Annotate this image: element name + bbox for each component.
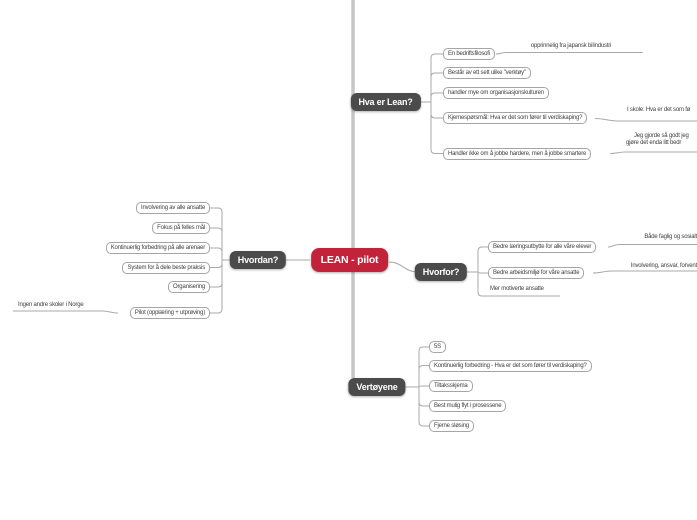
leaf-en-bedriftsfilosofi[interactable]: En bedriftsfilosofi	[443, 48, 495, 60]
leaf-fjerne-slosing[interactable]: Fjerne sløsing	[429, 420, 474, 432]
note-i-skole[interactable]: I skole: Hva er det som fø	[627, 107, 691, 113]
leaf-kjernesporsmal[interactable]: Kjernespørsmål: Hva er det som fører til…	[443, 112, 588, 124]
topic-hvorfor[interactable]: Hvorfor?	[414, 263, 468, 281]
note-line-1: Jeg gjorde så godt jeg	[634, 133, 689, 139]
leaf-organisasjonskulturen[interactable]: handler mye om organisasjonskulturen	[443, 87, 549, 99]
note-japansk-bilindustri[interactable]: opprinnelig fra japansk bilindustri	[530, 43, 612, 49]
root-node-lean-pilot[interactable]: LEAN - pilot	[310, 248, 389, 272]
note-ingen-andre-skoler[interactable]: Ingen andre skoler i Norge	[18, 302, 84, 308]
leaf-best-mulig-flyt[interactable]: Best mulig flyt i prosessene	[429, 400, 507, 412]
leaf-organisering[interactable]: Organisering	[168, 281, 210, 293]
leaf-5s[interactable]: 5S	[429, 341, 446, 353]
topic-hva-er-lean[interactable]: Hva er Lean?	[350, 93, 421, 111]
leaf-fokus-felles-mal[interactable]: Fokus på felles mål	[152, 222, 210, 234]
topic-vertoyene[interactable]: Vertøyene	[348, 378, 406, 396]
note-line-2: gjøre det enda litt bedr	[626, 140, 682, 147]
leaf-involvering-ansatte[interactable]: Involvering av alle ansatte	[136, 202, 210, 214]
leaf-tiltaksskjema[interactable]: Tiltaksskjema	[429, 380, 473, 392]
leaf-kontinuerlig-forbedring-verdiskaping[interactable]: Kontinuerlig forbedring - Hva er det som…	[429, 359, 592, 372]
note-mer-motiverte-ansatte[interactable]: Mer motiverte ansatte	[490, 286, 544, 292]
leaf-bedre-laeringsutbytte[interactable]: Bedre læringsutbytte for alle våre eleve…	[488, 241, 597, 253]
note-jeg-gjorde-sa-godt[interactable]: Jeg gjorde så godt jeg gjøre det enda li…	[626, 133, 689, 147]
leaf-kontinuerlig-forbedring-arenaer[interactable]: Kontinuerlig forbedring på alle arenaer	[105, 242, 210, 254]
topic-hvordan[interactable]: Hvordan?	[229, 251, 287, 269]
leaf-bestar-av-verktoy[interactable]: Består av ett sett ulike "verktøy"	[443, 67, 531, 79]
note-involvering-ansvar[interactable]: Involvering, ansvar, forvent	[630, 263, 697, 269]
note-faglig-og-sosialt[interactable]: Både faglig og sosialt	[644, 234, 697, 240]
leaf-bedre-arbeidsmiljo[interactable]: Bedre arbeidsmiljø for våre ansatte	[488, 267, 585, 279]
leaf-pilot-opplaering[interactable]: Pilot (opplæring + utprøving)	[129, 307, 210, 319]
leaf-jobbe-smartere[interactable]: Handler ikke om å jobbe hardere, men å j…	[443, 147, 592, 160]
leaf-dele-beste-praksis[interactable]: System for å dele beste praksis	[122, 261, 210, 274]
